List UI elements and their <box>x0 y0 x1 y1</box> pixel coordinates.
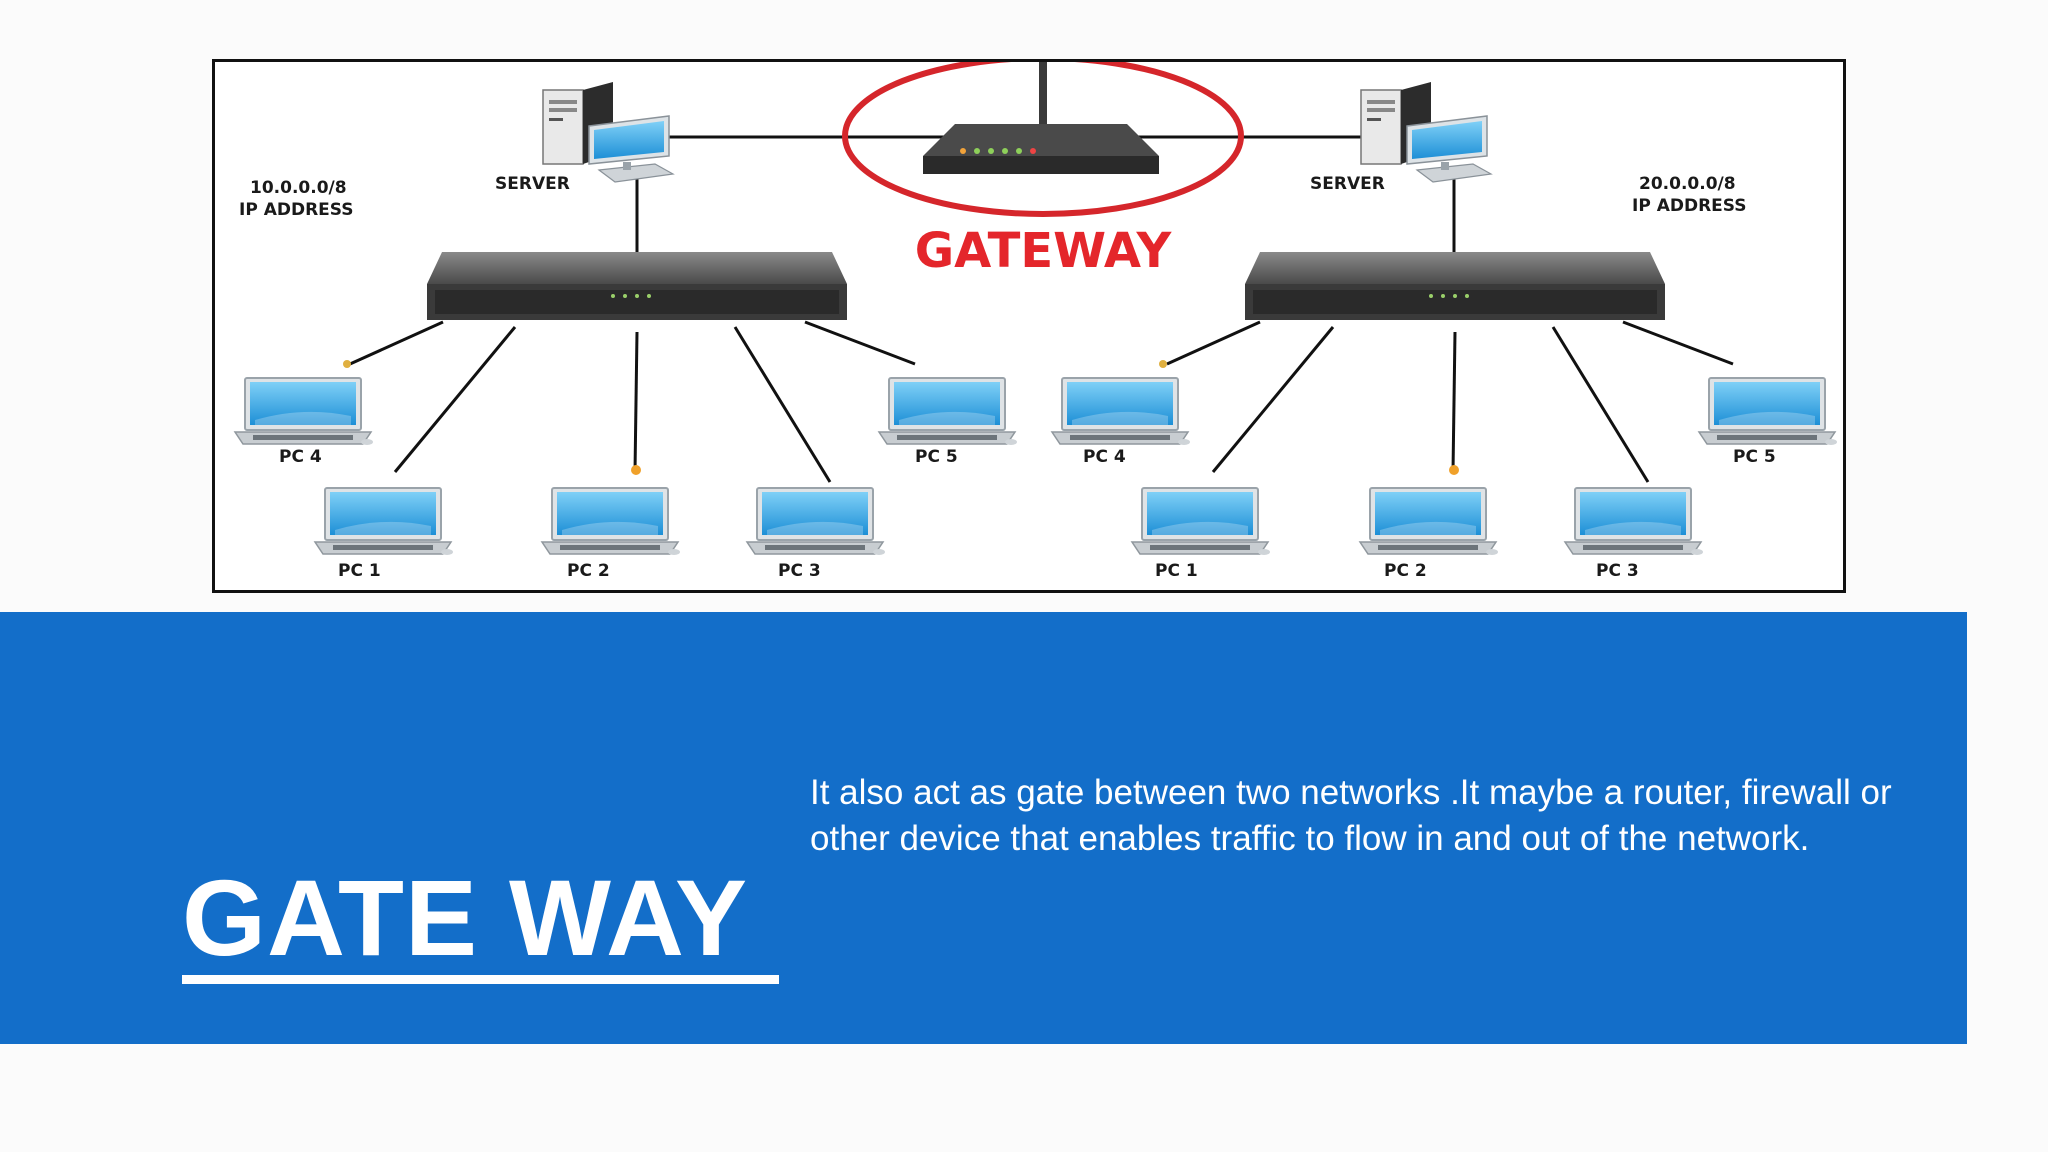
right-network-address: 20.0.0.0/8 <box>1639 174 1736 194</box>
left-pc-label: PC 3 <box>778 561 821 581</box>
slide-body-text: It also act as gate between two networks… <box>810 773 1892 858</box>
laptop-icon <box>746 487 886 556</box>
laptop-icon <box>878 377 1018 446</box>
right-server-icon <box>1360 81 1492 183</box>
slide-title: GATE WAY <box>182 857 749 978</box>
right-switch-icon <box>1245 252 1665 320</box>
right-switch-links <box>1166 320 1734 483</box>
left-port-dot <box>631 465 641 475</box>
right-pc-label: PC 4 <box>1083 447 1126 467</box>
laptop-icon <box>1359 487 1499 556</box>
gateway-router-icon <box>923 62 1159 174</box>
laptop-icon <box>1051 377 1191 446</box>
left-server-icon <box>542 81 674 183</box>
laptop-icon <box>1564 487 1704 556</box>
laptop-icon <box>314 487 454 556</box>
left-switch-icon <box>427 252 847 320</box>
left-switch-links <box>349 320 916 483</box>
right-address-caption: IP ADDRESS <box>1632 196 1747 216</box>
gateway-label: GATEWAY <box>915 223 1173 279</box>
left-network-address: 10.0.0.0/8 <box>250 178 347 198</box>
gateway-highlight-circle <box>842 62 1244 217</box>
network-diagram-canvas: GATEWAY SERVER SERVER 10.0.0.0/8 IP ADDR… <box>234 62 1838 581</box>
laptop-icon <box>541 487 681 556</box>
left-address-caption: IP ADDRESS <box>239 200 354 220</box>
right-pc-label: PC 5 <box>1733 447 1776 467</box>
left-pc-label: PC 2 <box>567 561 610 581</box>
laptop-icon <box>1131 487 1271 556</box>
laptop-icon <box>234 377 374 446</box>
right-pc-label: PC 2 <box>1384 561 1427 581</box>
right-port-dot <box>1449 465 1459 475</box>
left-pc-label: PC 5 <box>915 447 958 467</box>
title-band <box>0 612 1967 1044</box>
right-pc-label: PC 1 <box>1155 561 1198 581</box>
left-pc-label: PC 4 <box>279 447 322 467</box>
laptop-icon <box>1698 377 1838 446</box>
right-server-label: SERVER <box>1310 174 1385 194</box>
right-pc-label: PC 3 <box>1596 561 1639 581</box>
network-diagram: GATEWAY SERVER SERVER 10.0.0.0/8 IP ADDR… <box>212 59 1846 593</box>
title-underline <box>182 975 779 984</box>
left-pc-label: PC 1 <box>338 561 381 581</box>
left-server-label: SERVER <box>495 174 570 194</box>
